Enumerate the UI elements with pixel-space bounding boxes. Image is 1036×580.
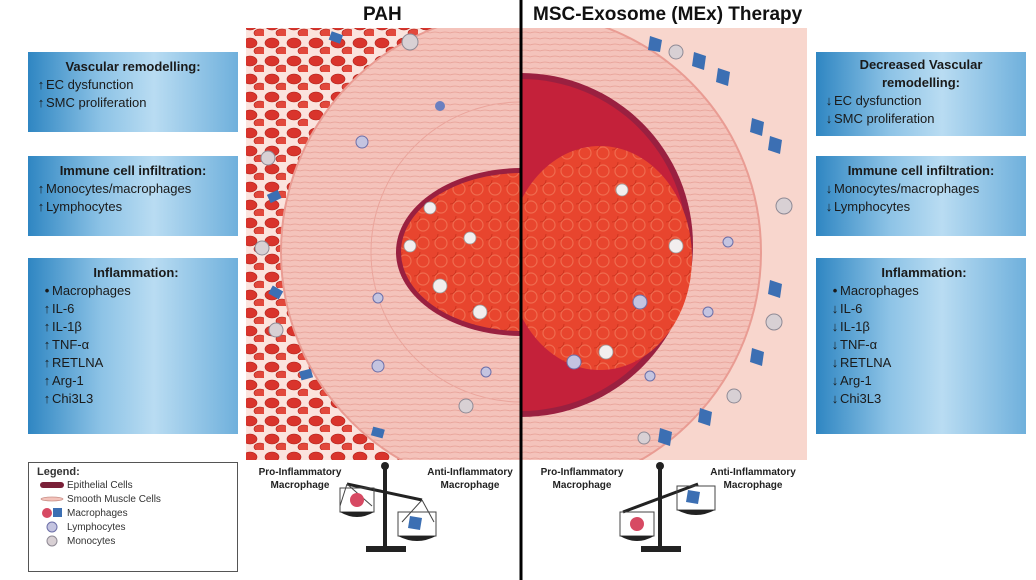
list-item: •Macrophages [830,282,1018,300]
pah-box-inflammation: Inflammation: •Macrophages ↑IL-6 ↑IL-1β … [28,258,238,434]
legend-item: Lymphocytes [37,520,229,534]
box-header: Vascular remodelling: [65,59,201,74]
down-arrow-icon: ↓ [825,111,833,126]
up-arrow-icon: ↑ [43,373,51,388]
down-arrow-icon: ↓ [825,199,833,214]
mex-box-vascular-remodelling: Decreased Vascular remodelling: ↓EC dysf… [816,52,1026,136]
box-header: Inflammation: [881,265,967,280]
pah-box-vascular-remodelling: Vascular remodelling: ↑EC dysfunction ↑S… [28,52,238,132]
mex-anti-inflammatory-label: Anti-Inflammatory Macrophage [710,467,796,491]
smooth-muscle-cell-icon [37,496,67,502]
list-item: ↓Arg-1 [831,373,872,388]
mex-box-immune-infiltration: Immune cell infiltration: ↓Monocytes/mac… [816,156,1026,236]
down-arrow-icon: ↓ [831,319,839,334]
box-header: Inflammation: [93,265,179,280]
down-arrow-icon: ↓ [825,93,833,108]
list-item: ↓IL-6 [831,301,863,316]
up-arrow-icon: ↑ [43,391,51,406]
pah-media-ring [370,101,521,403]
list-item: ↑Chi3L3 [43,391,94,406]
box-header: Immune cell infiltration: [847,163,995,178]
macrophage-icon [37,507,67,519]
down-arrow-icon: ↓ [831,391,839,406]
bullet-icon: • [44,283,50,298]
mex-lumen [521,146,692,370]
up-arrow-icon: ↑ [43,337,51,352]
legend-item: Smooth Muscle Cells [37,492,229,506]
up-arrow-icon: ↑ [37,181,45,196]
monocyte-icon [37,535,67,547]
list-item: ↑RETLNA [43,355,104,370]
up-arrow-icon: ↑ [37,199,45,214]
down-arrow-icon: ↓ [831,337,839,352]
list-item: ↓Lymphocytes [825,199,911,214]
list-item: ↓Chi3L3 [831,391,882,406]
list-item: ↑Arg-1 [43,373,84,388]
list-item: ↓RETLNA [831,355,892,370]
up-arrow-icon: ↑ [43,301,51,316]
mex-pro-inflammatory-label: Pro-Inflammatory Macrophage [540,467,624,491]
pah-box-immune-infiltration: Immune cell infiltration: ↑Monocytes/mac… [28,156,238,236]
up-arrow-icon: ↑ [37,77,45,92]
legend: Legend: Epithelial Cells Smooth Muscle C… [28,462,238,572]
legend-item: Monocytes [37,534,229,548]
list-item: ↑Lymphocytes [37,199,123,214]
pah-anti-inflammatory-label: Anti-Inflammatory Macrophage [427,467,513,491]
mex-immune-cells [566,36,793,446]
title-pah: PAH [363,4,402,25]
legend-item: Macrophages [37,506,229,520]
lymphocyte-icon [37,521,67,533]
mex-box-inflammation: Inflammation: •Macrophages ↓IL-6 ↓IL-1β … [816,258,1026,434]
up-arrow-icon: ↑ [43,355,51,370]
list-item: ↓IL-1β [831,319,870,334]
mex-balance-scale [619,462,716,552]
title-mex: MSC-Exosome (MEx) Therapy [533,4,803,25]
down-arrow-icon: ↓ [831,301,839,316]
list-item: ↓SMC proliferation [825,111,935,126]
list-item: ↑IL-1β [43,319,82,334]
pah-balance-scale [339,462,437,552]
down-arrow-icon: ↓ [831,355,839,370]
pah-immune-cells [254,31,492,439]
list-item: ↓Monocytes/macrophages [825,181,980,196]
list-item: ↓EC dysfunction [825,93,922,108]
bullet-icon: • [832,283,838,298]
list-item: ↑IL-6 [43,301,75,316]
pah-pro-inflammatory-label: Pro-Inflammatory Macrophage [258,467,342,491]
list-item: ↓TNF-α [831,337,878,352]
box-header: Decreased Vascular remodelling: [859,57,983,90]
list-item: ↑SMC proliferation [37,95,147,110]
box-header: Immune cell infiltration: [59,163,207,178]
list-item: ↑EC dysfunction [37,77,134,92]
down-arrow-icon: ↓ [831,373,839,388]
down-arrow-icon: ↓ [825,181,833,196]
list-item: ↑Monocytes/macrophages [37,181,192,196]
list-item: •Macrophages [42,282,230,300]
up-arrow-icon: ↑ [37,95,45,110]
epithelial-cell-icon [37,482,67,488]
legend-title: Legend: [37,466,80,478]
up-arrow-icon: ↑ [43,319,51,334]
legend-item: Epithelial Cells [37,478,229,492]
list-item: ↑TNF-α [43,337,90,352]
